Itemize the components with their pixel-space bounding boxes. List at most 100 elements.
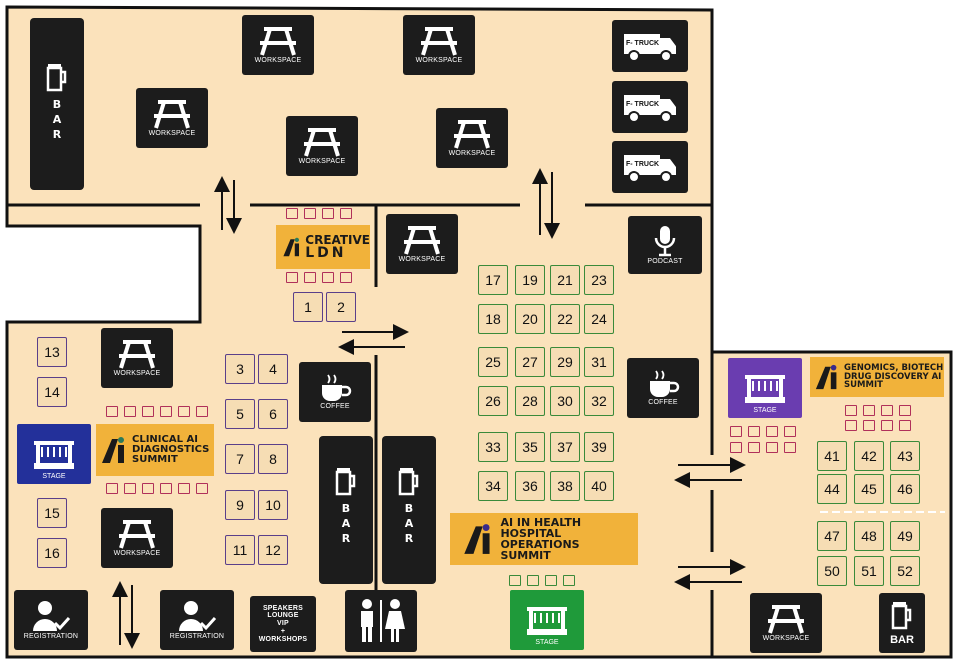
workspace-table-5[interactable]: WORKSPACE xyxy=(436,108,508,168)
booth-12[interactable]: 12 xyxy=(258,535,288,565)
booth-33[interactable]: 33 xyxy=(478,432,508,462)
booth-52[interactable]: 52 xyxy=(890,556,920,586)
coffee-station-2[interactable]: COFFEE xyxy=(627,358,699,418)
stage-genomics[interactable]: STAGE xyxy=(728,358,802,418)
workspace-table-2[interactable]: WORKSPACE xyxy=(403,15,475,75)
restrooms[interactable] xyxy=(345,590,417,652)
seat[interactable] xyxy=(899,420,911,431)
stage-clinical[interactable]: STAGE xyxy=(17,424,91,484)
booth-2[interactable]: 2 xyxy=(326,292,356,322)
seat[interactable] xyxy=(106,483,118,494)
workspace-table-1[interactable]: WORKSPACE xyxy=(242,15,314,75)
booth-9[interactable]: 9 xyxy=(225,490,255,520)
seat[interactable] xyxy=(881,405,893,416)
speakers-lounge[interactable]: SPEAKERS LOUNGE VIP + WORKSHOPS xyxy=(250,596,316,652)
seat[interactable] xyxy=(527,575,539,586)
booth-46[interactable]: 46 xyxy=(890,474,920,504)
booth-15[interactable]: 15 xyxy=(37,498,67,528)
seat[interactable] xyxy=(304,208,316,219)
booth-3[interactable]: 3 xyxy=(225,354,255,384)
registration-desk-1[interactable]: REGISTRATION xyxy=(14,590,88,650)
booth-45[interactable]: 45 xyxy=(854,474,884,504)
booth-13[interactable]: 13 xyxy=(37,337,67,367)
seat[interactable] xyxy=(563,575,575,586)
booth-35[interactable]: 35 xyxy=(515,432,545,462)
registration-desk-2[interactable]: REGISTRATION xyxy=(160,590,234,650)
booth-40[interactable]: 40 xyxy=(584,471,614,501)
bar-center-left[interactable]: BAR xyxy=(319,436,373,584)
workspace-table-8[interactable]: WORKSPACE xyxy=(101,508,173,568)
booth-11[interactable]: 11 xyxy=(225,535,255,565)
food-truck-3[interactable]: F- TRUCK xyxy=(612,141,688,193)
booth-41[interactable]: 41 xyxy=(817,441,847,471)
bar-top-left[interactable]: BAR xyxy=(30,18,84,190)
seat[interactable] xyxy=(322,272,334,283)
seat[interactable] xyxy=(286,208,298,219)
seat[interactable] xyxy=(196,406,208,417)
booth-10[interactable]: 10 xyxy=(258,490,288,520)
booth-38[interactable]: 38 xyxy=(550,471,580,501)
seat[interactable] xyxy=(178,483,190,494)
booth-21[interactable]: 21 xyxy=(550,265,580,295)
seat[interactable] xyxy=(845,405,857,416)
bar-center-right[interactable]: BAR xyxy=(382,436,436,584)
seat[interactable] xyxy=(160,483,172,494)
booth-28[interactable]: 28 xyxy=(515,386,545,416)
seat[interactable] xyxy=(340,272,352,283)
booth-27[interactable]: 27 xyxy=(515,347,545,377)
seat[interactable] xyxy=(784,442,796,453)
seat[interactable] xyxy=(509,575,521,586)
booth-22[interactable]: 22 xyxy=(550,304,580,334)
booth-7[interactable]: 7 xyxy=(225,444,255,474)
bar-bottom-right[interactable]: BAR xyxy=(879,593,925,653)
seat[interactable] xyxy=(322,208,334,219)
booth-30[interactable]: 30 xyxy=(550,386,580,416)
booth-32[interactable]: 32 xyxy=(584,386,614,416)
seat[interactable] xyxy=(784,426,796,437)
booth-47[interactable]: 47 xyxy=(817,521,847,551)
seat[interactable] xyxy=(142,406,154,417)
seat[interactable] xyxy=(881,420,893,431)
booth-26[interactable]: 26 xyxy=(478,386,508,416)
workspace-table-4[interactable]: WORKSPACE xyxy=(286,116,358,176)
seat[interactable] xyxy=(766,426,778,437)
booth-19[interactable]: 19 xyxy=(515,265,545,295)
booth-48[interactable]: 48 xyxy=(854,521,884,551)
seat[interactable] xyxy=(545,575,557,586)
booth-50[interactable]: 50 xyxy=(817,556,847,586)
coffee-station-1[interactable]: COFFEE xyxy=(299,362,371,422)
seat[interactable] xyxy=(142,483,154,494)
booth-49[interactable]: 49 xyxy=(890,521,920,551)
food-truck-2[interactable]: F- TRUCK xyxy=(612,81,688,133)
seat[interactable] xyxy=(124,483,136,494)
food-truck-1[interactable]: F- TRUCK xyxy=(612,20,688,72)
booth-1[interactable]: 1 xyxy=(293,292,323,322)
booth-24[interactable]: 24 xyxy=(584,304,614,334)
booth-5[interactable]: 5 xyxy=(225,399,255,429)
booth-17[interactable]: 17 xyxy=(478,265,508,295)
booth-42[interactable]: 42 xyxy=(854,441,884,471)
seat[interactable] xyxy=(899,405,911,416)
seat[interactable] xyxy=(730,442,742,453)
booth-44[interactable]: 44 xyxy=(817,474,847,504)
booth-14[interactable]: 14 xyxy=(37,377,67,407)
seat[interactable] xyxy=(160,406,172,417)
booth-29[interactable]: 29 xyxy=(550,347,580,377)
booth-39[interactable]: 39 xyxy=(584,432,614,462)
seat[interactable] xyxy=(340,208,352,219)
seat[interactable] xyxy=(196,483,208,494)
seat[interactable] xyxy=(748,426,760,437)
seat[interactable] xyxy=(304,272,316,283)
booth-8[interactable]: 8 xyxy=(258,444,288,474)
booth-23[interactable]: 23 xyxy=(584,265,614,295)
seat[interactable] xyxy=(286,272,298,283)
workspace-table-7[interactable]: WORKSPACE xyxy=(101,328,173,388)
workspace-table-6[interactable]: WORKSPACE xyxy=(386,214,458,274)
seat[interactable] xyxy=(863,420,875,431)
booth-51[interactable]: 51 xyxy=(854,556,884,586)
booth-4[interactable]: 4 xyxy=(258,354,288,384)
seat[interactable] xyxy=(730,426,742,437)
stage-health[interactable]: STAGE xyxy=(510,590,584,650)
seat[interactable] xyxy=(124,406,136,417)
podcast-booth[interactable]: PODCAST xyxy=(628,216,702,274)
